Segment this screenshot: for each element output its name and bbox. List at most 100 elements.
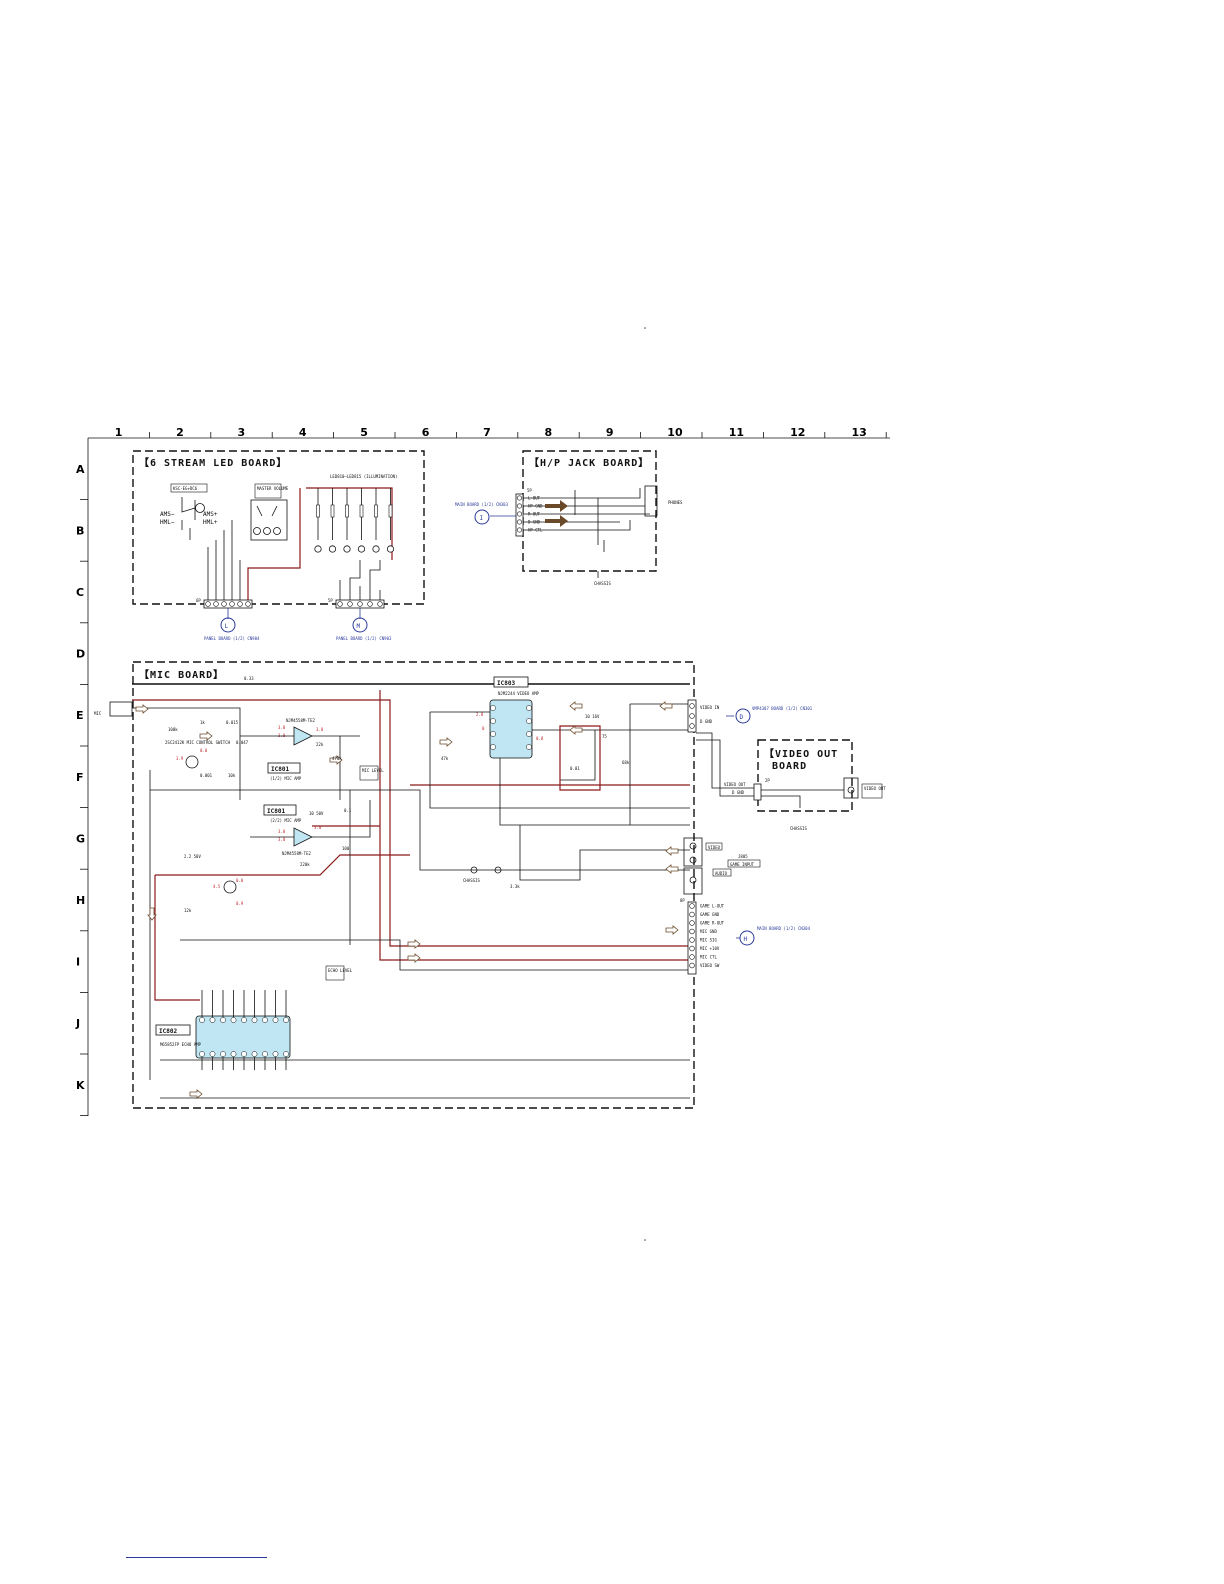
video-in-pin-label: D GND: [700, 719, 713, 724]
game-pin-label: MIC SIG: [700, 938, 717, 943]
game-connector-pin: [689, 945, 695, 952]
video-jack-label: VIDEO: [708, 845, 721, 850]
ic802-pin: [241, 1051, 247, 1057]
connector-l-label: 6P: [196, 598, 201, 603]
game-connector-pin: [689, 954, 695, 960]
ic801b-v3: 3.0: [314, 825, 322, 830]
ic803-pin: [526, 705, 532, 711]
video-out-board: 【VIDEO OUT BOARD 2P VIDEO OUT D GND VIDE…: [696, 732, 886, 831]
q2-voltage-1: 4.5: [213, 884, 221, 889]
ic803-v3: 0.8: [536, 736, 544, 741]
hp-pin-label: HP-GND: [528, 504, 543, 509]
connector-pin: [357, 601, 363, 607]
ic801a-v1: 3.0: [278, 725, 286, 730]
ic802-label: IC802: [159, 1028, 177, 1035]
hp-pin-label: R-OUT: [528, 512, 541, 517]
val-68k: 68k: [622, 760, 630, 765]
ic802-pin: [241, 1017, 247, 1023]
val-22-50v: 2.2 50V: [184, 854, 201, 859]
led-icon: [328, 545, 337, 553]
q-voltage-2: 0.0: [200, 748, 208, 753]
hp-connector-pin: [516, 495, 522, 501]
ic801a-v3: 3.0: [316, 727, 324, 732]
ic802-pin: [209, 1051, 216, 1057]
grid-col-label: 11: [729, 426, 744, 439]
grid-col-label: 7: [483, 426, 491, 439]
ams-minus-label: AMS−: [160, 511, 175, 518]
val-47k: 47k: [441, 756, 449, 761]
video-board-title-2: BOARD: [772, 761, 807, 772]
ic802-sub: M65852FP ECHO AMP: [160, 1042, 202, 1047]
video-pin-1: VIDEO OUT: [724, 782, 746, 787]
ic801b-v2: 3.0: [278, 837, 286, 842]
grid-row-label: D: [76, 648, 85, 661]
game-input-label: GAME INPUT: [730, 862, 755, 867]
ic802-pin: [283, 1051, 289, 1057]
ref-l-letter: L: [225, 623, 229, 630]
led-icon: [372, 545, 380, 553]
grid-col-label: 5: [360, 426, 368, 439]
ic802-pin: [209, 1017, 216, 1023]
ic803-pin: [490, 744, 496, 750]
hp-connector-label: 5P: [527, 488, 532, 493]
ic802-pin: [230, 1051, 237, 1057]
grid-row-label: H: [76, 894, 85, 907]
game-pin-label: MIC GND: [700, 929, 717, 934]
hp-connector-pin: [516, 527, 522, 533]
ic803-label: IC803: [497, 680, 515, 687]
val-001: 0.01: [570, 766, 580, 771]
video-in-pin: [689, 703, 695, 709]
grid-row-label: E: [76, 709, 84, 722]
val-10-16v: 10 16V: [585, 714, 600, 719]
hp-board-title: 【H/P JACK BOARD】: [529, 456, 649, 469]
grid-row-label: J: [75, 1017, 80, 1030]
ic802-pin: [283, 1017, 289, 1023]
grid-col-label: 10: [667, 426, 683, 439]
grid-row-label: G: [76, 832, 85, 845]
connector-pin: [377, 601, 383, 607]
ic801a-v2: 3.0: [278, 733, 286, 738]
grid-col-label: 2: [176, 426, 184, 439]
game-pin-label: GAME R-OUT: [700, 921, 725, 926]
ams-plus-label: AMS+: [203, 511, 218, 518]
led-resistor: [330, 504, 335, 518]
ic802-pin: [230, 1017, 237, 1023]
video-out-jack-label: VIDEO OUT: [864, 786, 886, 791]
ic802-pin: [262, 1017, 268, 1023]
ic803-pin: [526, 731, 532, 737]
video-in-pin: [689, 723, 695, 729]
ref-m-letter: M: [357, 623, 361, 630]
hml-minus-label: HML−: [160, 519, 175, 526]
signal-arrow-icon: [665, 846, 679, 856]
hp-pin-label: D-GND: [528, 520, 541, 525]
q-voltage-1: 3.9: [176, 756, 184, 761]
val-220k: 220k: [300, 862, 310, 867]
mic-jack-label: MIC: [94, 711, 102, 716]
signal-arrow-icon: [135, 704, 149, 714]
led-resistor: [374, 504, 378, 518]
ic801a-label: IC801: [271, 766, 289, 773]
ic802-pin: [251, 1051, 258, 1057]
val-75: 75: [602, 734, 607, 739]
led-icon: [357, 545, 366, 553]
led-resistor: [316, 504, 320, 518]
phones-label: PHONES: [668, 500, 683, 505]
signal-arrow-icon: [665, 925, 679, 935]
led-resistor: [345, 504, 349, 518]
signal-arrow-icon: [569, 725, 583, 735]
val-33k: 3.3k: [510, 884, 520, 889]
q2-voltage-3: 0.9: [236, 901, 244, 906]
ic803-pin: [490, 718, 496, 724]
signal-arrow-icon: [407, 939, 421, 949]
ic801a-part: NJM4558M-TE2: [286, 718, 315, 723]
ic802-pin: [272, 1017, 279, 1023]
game-pin-label: MIC CTL: [700, 955, 717, 960]
grid-row-label: K: [76, 1079, 85, 1092]
led-resistor: [388, 504, 393, 518]
val-01: 0.1: [344, 808, 352, 813]
connector-h-label: 8P: [680, 898, 685, 903]
ic801a-sub: (1/2) MIC AMP: [270, 776, 302, 781]
val-470k: 470k: [332, 756, 342, 761]
signal-arrow-icon: [147, 907, 157, 921]
